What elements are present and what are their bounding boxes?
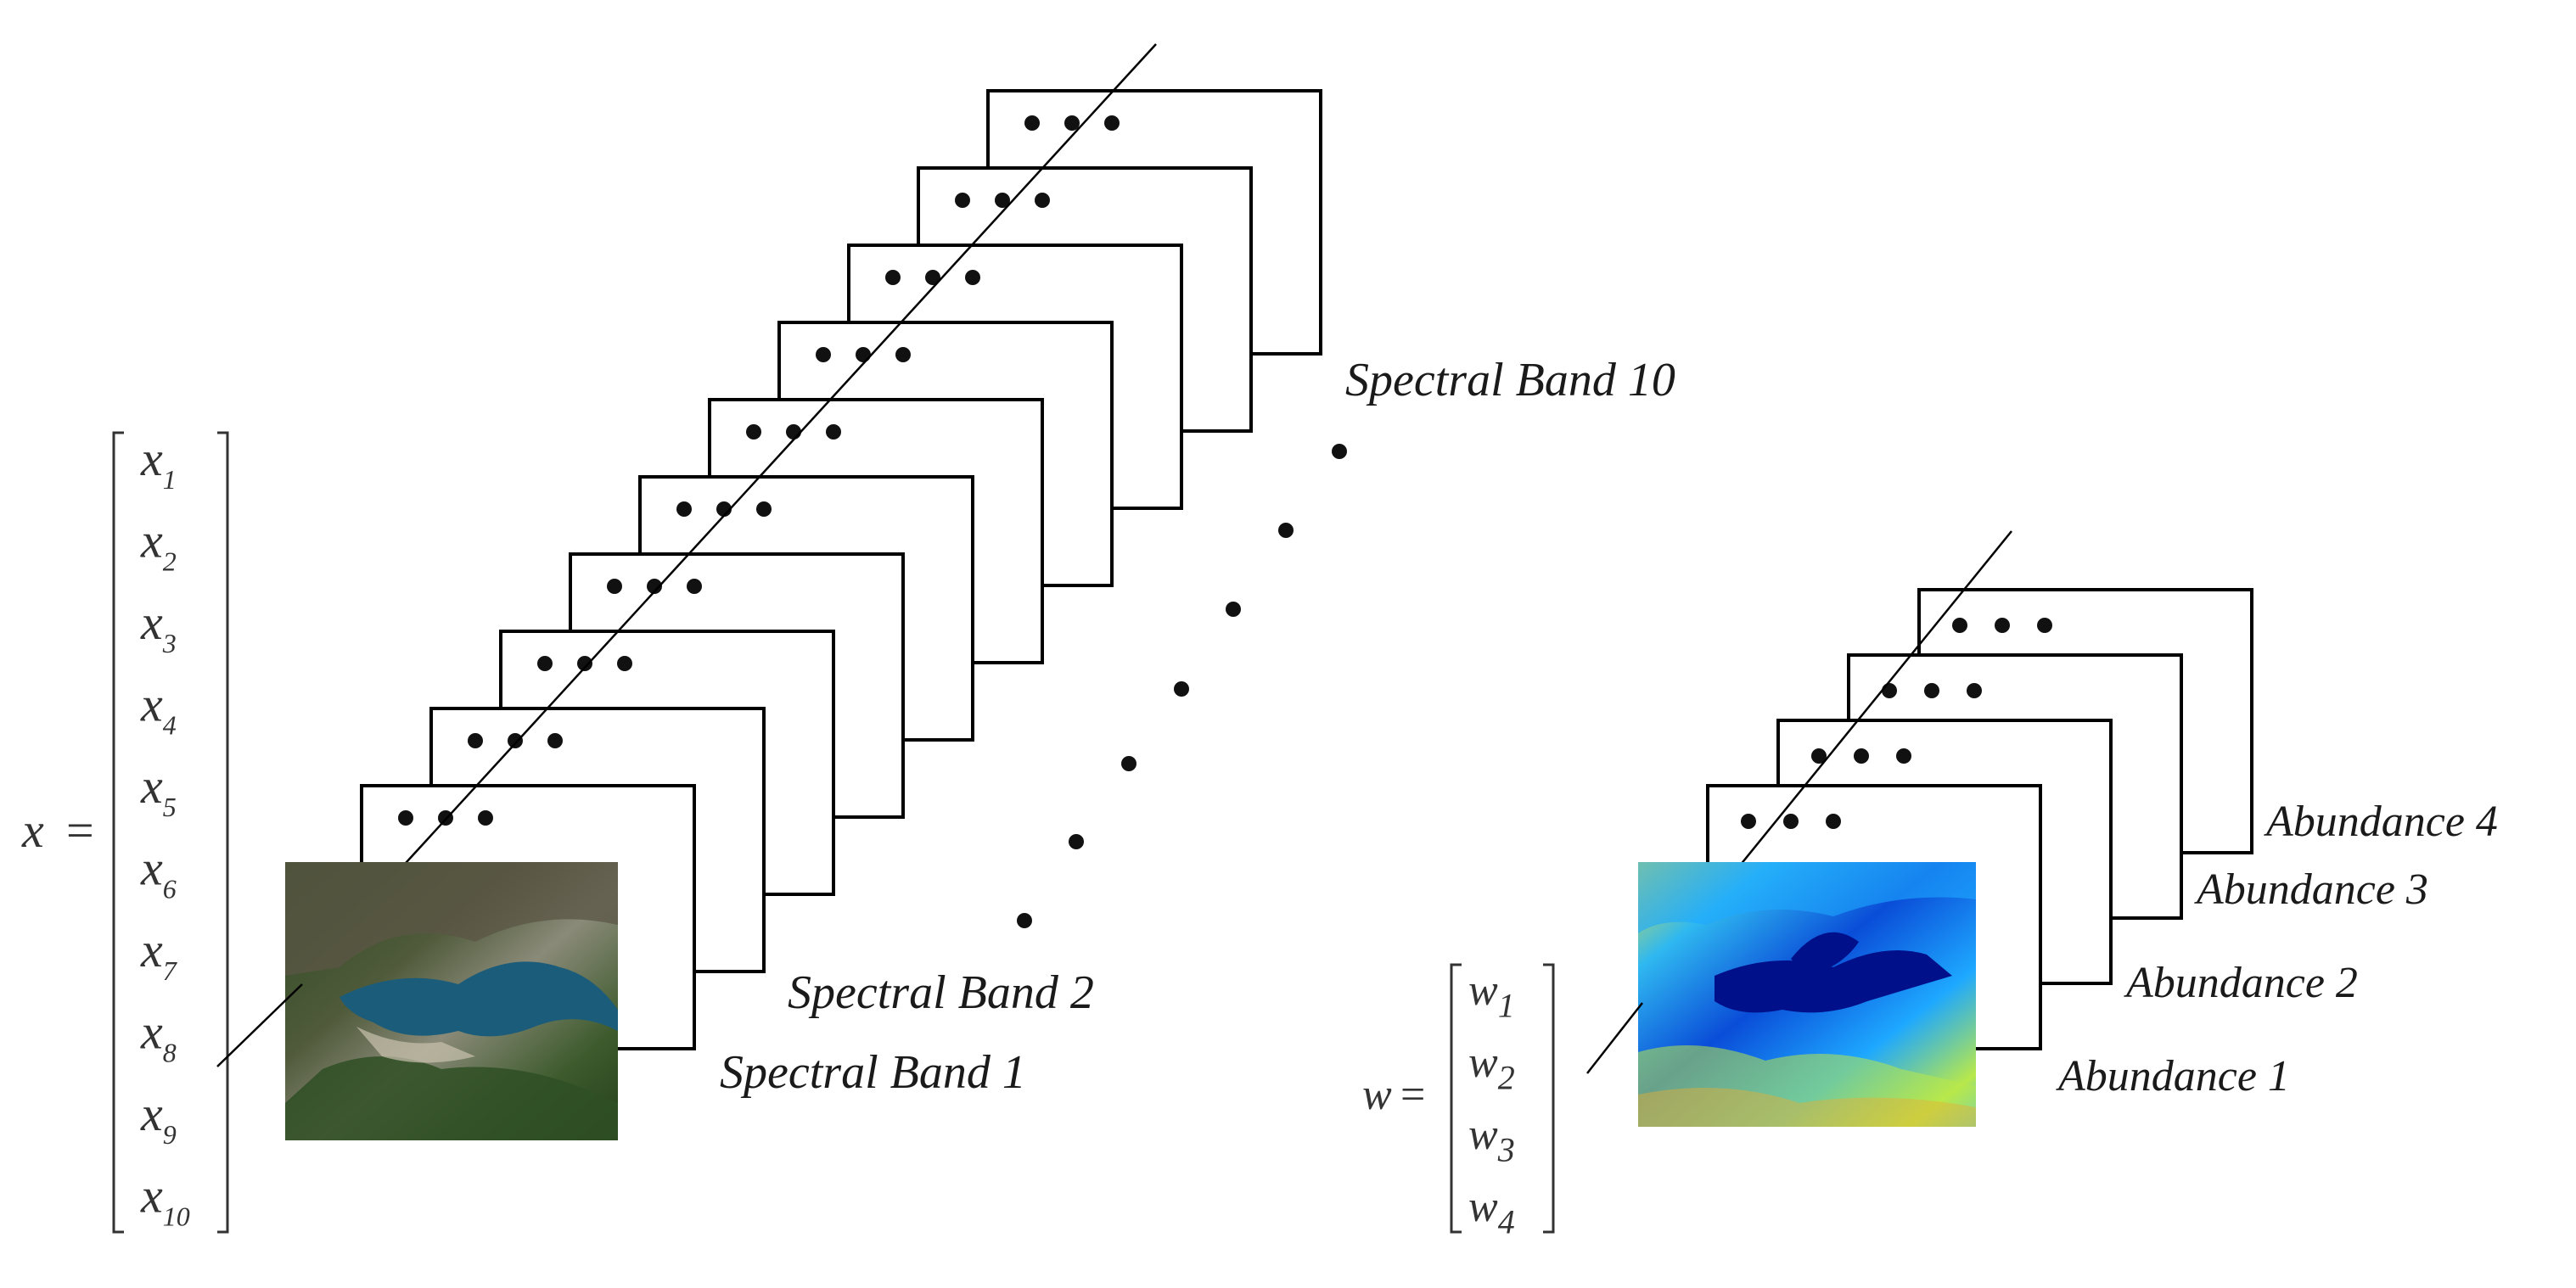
- x-entry: x6: [140, 841, 177, 904]
- spectral-band-1-label: Spectral Band 1: [720, 1046, 1026, 1099]
- x-pixel-pointer-line: [216, 983, 303, 1067]
- frame-ellipsis-dot: [1967, 683, 1982, 698]
- x-right-bracket: [217, 431, 229, 1234]
- band-gap-ellipsis: [1017, 444, 1347, 928]
- frame-ellipsis-dot: [1741, 814, 1756, 829]
- frame-ellipsis-dot: [756, 501, 772, 517]
- w-entry: w2: [1468, 1039, 1515, 1097]
- frame-ellipsis-dot: [1952, 618, 1967, 633]
- abundance-4-label: Abundance 4: [2264, 798, 2498, 846]
- band-gap-dot: [1278, 523, 1294, 538]
- frame-ellipsis-dot: [1104, 115, 1120, 131]
- w-entry: w3: [1468, 1111, 1515, 1169]
- w-vector-entries: w1 w2 w3 w4: [1468, 966, 1515, 1241]
- x-left-bracket: [112, 431, 124, 1234]
- abundance-1-label: Abundance 1: [2056, 1052, 2290, 1100]
- frame-ellipsis-dot: [508, 733, 523, 748]
- abundance-map-image: [1638, 862, 1976, 1127]
- w-entry: w4: [1468, 1183, 1515, 1241]
- x-vector-name: x: [21, 803, 44, 858]
- frame-ellipsis-dot: [1896, 748, 1911, 764]
- x-entry: x9: [140, 1086, 177, 1150]
- pixel-spectrum-line: [396, 43, 1157, 873]
- x-entry: x3: [140, 595, 177, 658]
- frame-ellipsis-dot: [676, 501, 692, 517]
- w-vector-name: w: [1362, 1071, 1392, 1119]
- frame-ellipsis-dot: [478, 810, 493, 826]
- abundance-3-label: Abundance 3: [2194, 865, 2428, 914]
- frame-ellipsis-dot: [786, 424, 801, 440]
- w-vector: w = w1 w2 w3 w4: [1362, 963, 1555, 1241]
- band-gap-dot: [1017, 913, 1032, 928]
- frame-ellipsis-dot: [2037, 618, 2052, 633]
- frame-ellipsis-dot: [1035, 193, 1050, 208]
- frame-ellipsis-dot: [895, 347, 911, 362]
- w-vector-equals: =: [1400, 1071, 1425, 1119]
- frame-ellipsis-dot: [826, 424, 841, 440]
- spectral-band-stack: [360, 43, 1322, 1050]
- frame-ellipsis-dot: [1811, 748, 1827, 764]
- frame-ellipsis-dot: [687, 579, 702, 594]
- frame-ellipsis-dot: [1826, 814, 1841, 829]
- frame-ellipsis-dot: [856, 347, 871, 362]
- frame-ellipsis-dot: [1783, 814, 1799, 829]
- frame-ellipsis-dot: [547, 733, 563, 748]
- pixel-abundance-line: [1739, 530, 2012, 866]
- frame-ellipsis-dot: [925, 270, 940, 285]
- frame-ellipsis-dot: [1854, 748, 1869, 764]
- w-entry: w1: [1468, 966, 1515, 1025]
- x-vector: x = x1 x2 x3 x4 x5 x6 x7 x8 x9 x10: [21, 431, 229, 1234]
- x-entry: x4: [140, 677, 177, 741]
- frame-ellipsis-dot: [537, 656, 553, 671]
- frame-ellipsis-dot: [1924, 683, 1939, 698]
- w-left-bracket: [1450, 963, 1462, 1234]
- x-entry: x1: [140, 431, 177, 495]
- x-vector-equals: =: [66, 803, 94, 858]
- frame-ellipsis-dot: [995, 193, 1010, 208]
- frame-ellipsis-dot: [398, 810, 413, 826]
- frame-ellipsis-dot: [816, 347, 831, 362]
- frame-ellipsis-dot: [1995, 618, 2010, 633]
- band-gap-dot: [1332, 444, 1347, 459]
- frame-ellipsis-dot: [577, 656, 592, 671]
- frame-ellipsis-dot: [965, 270, 980, 285]
- frame-ellipsis-dot: [885, 270, 901, 285]
- w-pixel-pointer-line: [1586, 1002, 1643, 1074]
- frame-ellipsis-dot: [468, 733, 483, 748]
- frame-ellipsis-dot: [1024, 115, 1040, 131]
- frame-ellipsis-dot: [1882, 683, 1897, 698]
- band-gap-dot: [1121, 756, 1136, 771]
- frame-ellipsis-dot: [746, 424, 761, 440]
- x-entry: x7: [140, 922, 178, 986]
- frame-ellipsis-dot: [1064, 115, 1080, 131]
- x-entry: x5: [140, 759, 177, 822]
- x-entry: x10: [140, 1168, 190, 1232]
- x-vector-entries: x1 x2 x3 x4 x5 x6 x7 x8 x9 x10: [140, 431, 190, 1232]
- spectral-band-2-label: Spectral Band 2: [788, 966, 1094, 1019]
- band-gap-dot: [1226, 602, 1241, 617]
- w-right-bracket: [1543, 963, 1555, 1234]
- abundance-2-label: Abundance 2: [2124, 959, 2358, 1007]
- spectral-band-10-label: Spectral Band 10: [1345, 354, 1675, 406]
- band-gap-dot: [1174, 681, 1189, 697]
- frame-ellipsis-dot: [955, 193, 970, 208]
- x-entry: x8: [140, 1005, 177, 1068]
- satellite-rgb-image: [285, 862, 618, 1140]
- band-gap-dot: [1069, 834, 1084, 849]
- frame-ellipsis-dot: [647, 579, 662, 594]
- frame-ellipsis-dot: [617, 656, 632, 671]
- x-entry: x2: [140, 513, 177, 577]
- frame-ellipsis-dot: [607, 579, 622, 594]
